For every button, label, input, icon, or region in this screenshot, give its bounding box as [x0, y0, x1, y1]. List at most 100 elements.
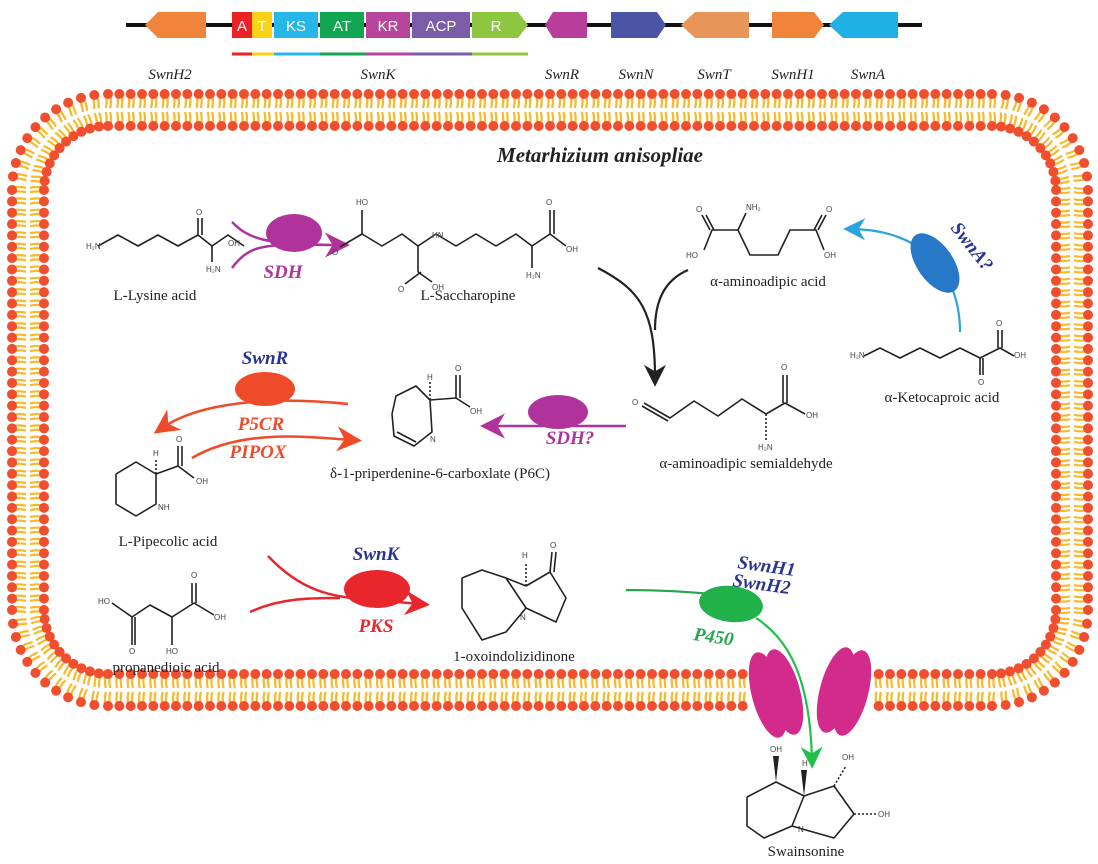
reaction-sdh: SDH	[230, 214, 350, 283]
atom-label: OH	[878, 810, 890, 819]
lipid-head	[1051, 366, 1061, 377]
lipid-head	[44, 631, 55, 642]
lipid-head	[39, 582, 49, 593]
lipid-head	[39, 241, 49, 252]
enzyme-pipox-label: PIPOX	[229, 442, 288, 463]
lipid-head	[1028, 653, 1039, 664]
lipid-head	[7, 185, 17, 195]
atom-label: HO	[98, 597, 110, 606]
lipid-head	[1028, 136, 1039, 147]
lipid-head	[193, 121, 204, 131]
lipid-head	[273, 121, 283, 131]
domain-a	[232, 12, 252, 38]
lipid-head	[375, 89, 385, 99]
lipid-head	[227, 121, 238, 131]
lipid-head	[10, 632, 21, 643]
lipid-head	[114, 701, 125, 711]
lipid-head	[454, 701, 465, 711]
lipid-head	[205, 121, 215, 131]
lipid-head	[39, 343, 49, 354]
lipid-head	[363, 121, 374, 131]
lipid-head	[409, 669, 419, 679]
lipid-head	[352, 89, 363, 99]
lipid-head	[896, 89, 907, 99]
lipid-head	[171, 89, 181, 99]
lipid-head	[1083, 514, 1093, 525]
lipid-head	[975, 701, 986, 711]
gene-swnt	[681, 12, 749, 38]
lipid-head	[1083, 298, 1093, 309]
lipid-head	[579, 669, 589, 679]
lipid-head	[1051, 275, 1061, 286]
lipid-head	[7, 457, 17, 468]
reaction-swnk-pks: SwnK PKS	[249, 544, 430, 637]
lipid-head	[1082, 171, 1093, 182]
lipid-head	[93, 668, 104, 679]
molecule-l-lysine: H₂N O OH H₂N	[86, 208, 245, 274]
lipid-head	[1083, 457, 1093, 468]
lipid-head	[137, 121, 147, 131]
lipid-head	[227, 669, 238, 679]
lipid-head	[7, 570, 17, 581]
lipid-head	[635, 89, 646, 99]
lipid-head	[590, 669, 601, 679]
lipid-head	[250, 701, 261, 711]
lipid-head	[39, 196, 49, 207]
lipid-head	[964, 121, 975, 131]
atom-label: N	[798, 825, 804, 834]
lipid-head	[624, 89, 635, 99]
lipid-head	[54, 143, 65, 154]
atom-label: O	[996, 319, 1002, 328]
lipid-head	[30, 122, 41, 133]
lipid-head	[39, 434, 49, 445]
atom-label: O	[781, 363, 787, 372]
lipid-head	[907, 89, 918, 99]
lipid-head	[39, 219, 49, 230]
lipid-head	[7, 548, 17, 559]
lipid-head	[1026, 97, 1037, 108]
lipid-head	[171, 701, 181, 711]
lipid-head	[1079, 157, 1090, 168]
lipid-head	[1083, 185, 1093, 195]
lipid-head	[635, 669, 646, 679]
enzyme-p5cr-label: P5CR	[237, 414, 284, 435]
atom-label: O	[176, 435, 182, 444]
lipid-head	[39, 423, 49, 434]
lipid-head	[658, 89, 669, 99]
lipid-head	[7, 321, 17, 332]
lipid-head	[533, 701, 544, 711]
lipid-head	[907, 121, 918, 131]
lipid-head	[205, 701, 215, 711]
lipid-head	[783, 121, 793, 131]
lipid-head	[1005, 666, 1016, 677]
lipid-head	[1083, 287, 1093, 298]
lipid-head	[1051, 230, 1061, 241]
lipid-head	[39, 298, 49, 309]
lipid-head	[953, 121, 963, 131]
reaction-convergent-arrow	[597, 267, 689, 387]
lipid-head	[635, 701, 646, 711]
lipid-head	[477, 701, 487, 711]
lipid-head	[953, 701, 963, 711]
lipid-head	[681, 121, 691, 131]
lipid-head	[1000, 89, 1011, 100]
lipid-head	[171, 669, 181, 679]
lipid-head	[7, 332, 17, 343]
lipid-head	[63, 97, 74, 108]
atom-label: HO	[166, 647, 178, 656]
lipid-head	[658, 701, 669, 711]
lipid-head	[216, 669, 227, 679]
lipid-head	[7, 400, 17, 411]
lipid-head	[749, 121, 759, 131]
lipid-head	[805, 121, 816, 131]
lipid-head	[22, 133, 33, 144]
gene-label-swnk: SwnK	[360, 67, 396, 83]
lipid-head	[454, 669, 465, 679]
lipid-head	[930, 669, 941, 679]
lipid-head	[613, 701, 623, 711]
domain-label: KR	[378, 18, 399, 35]
lipid-head	[681, 701, 691, 711]
lipid-head	[7, 480, 17, 491]
enzyme-swna-blob	[910, 233, 960, 293]
